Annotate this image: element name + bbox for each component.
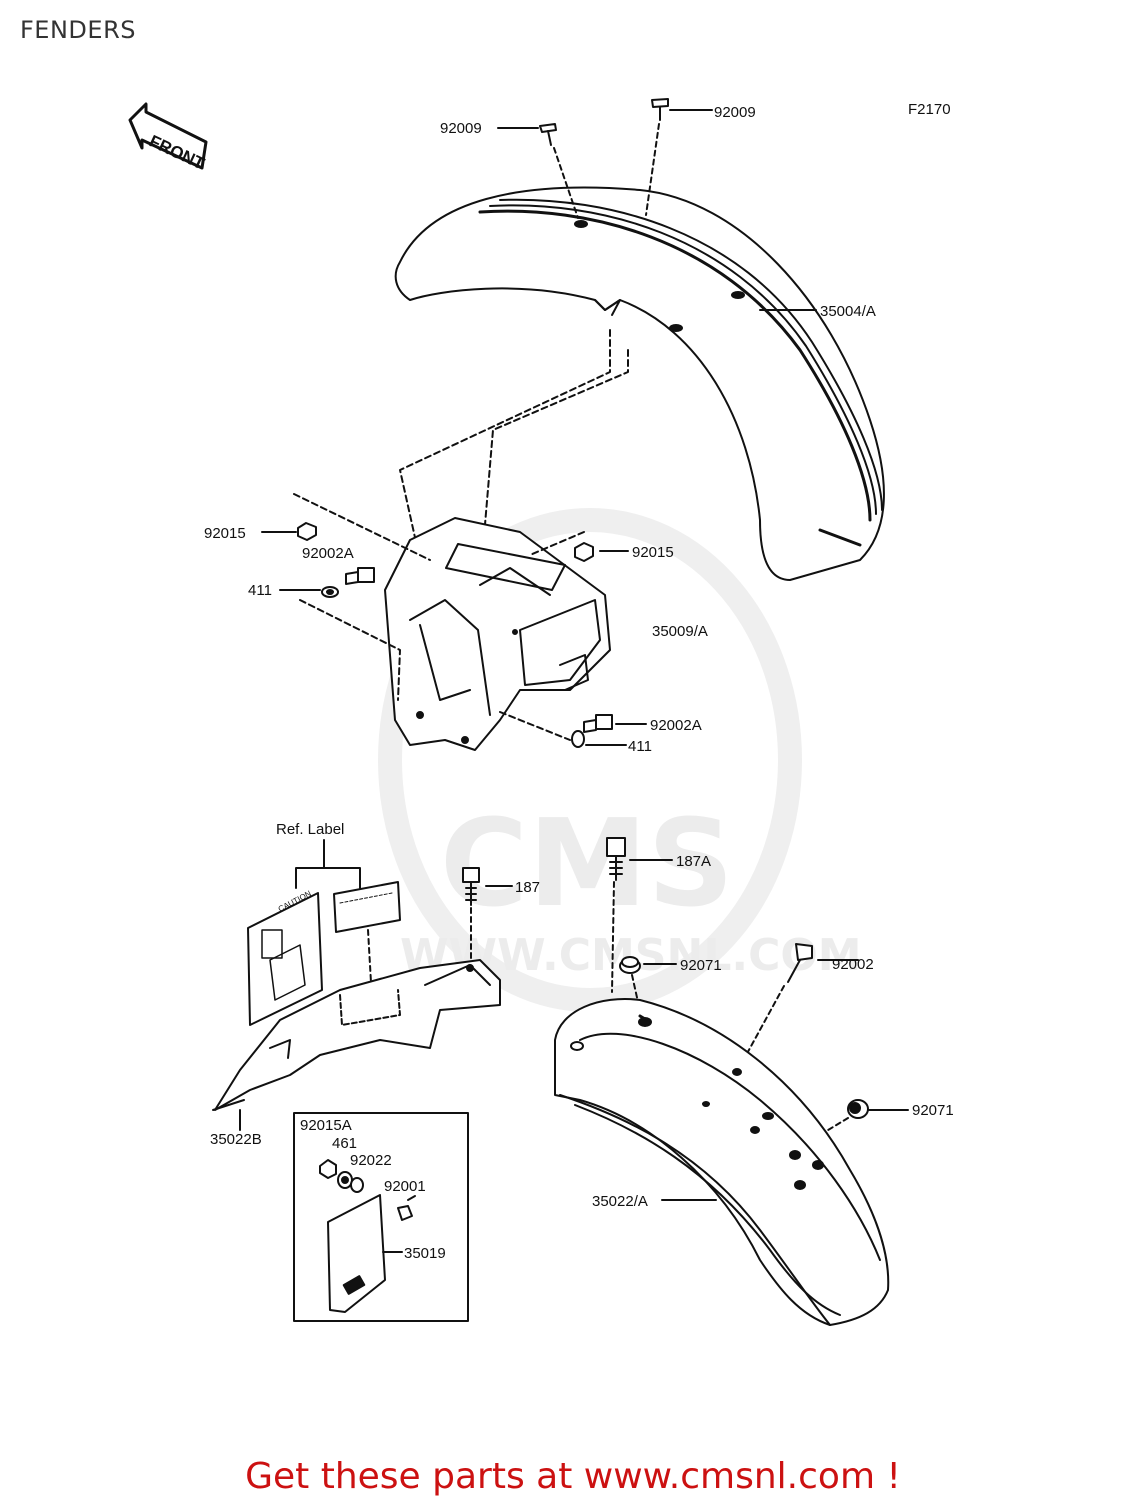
front-arrow-icon: FRONT [128,102,208,174]
page-title: FENDERS [20,16,136,44]
part-label-411: 411 [248,582,272,599]
part-label-411: 411 [628,738,652,755]
part-label-92015A: 92015A [300,1117,352,1134]
rear-fender-35022A [554,998,890,1326]
part-label-92009: 92009 [440,120,482,137]
part-label-187: 187 [515,879,540,896]
ref-label-title: Ref. Label [276,821,344,838]
nut-92015-icon [574,542,629,562]
bolt-92002A-icon [583,714,647,733]
fender-bracket-35009A [384,517,611,751]
part-label-92002A: 92002A [302,545,354,562]
part-label-92071: 92071 [680,957,722,974]
washer-411-icon [571,730,627,748]
part-label-92002: 92002 [832,956,874,973]
ref-label-caution: CAUTION [247,889,323,1026]
part-label-35022A: 35022/A [592,1193,648,1210]
part-label-92015: 92015 [632,544,674,561]
part-label-92001: 92001 [384,1178,426,1195]
part-label-187A: 187A [676,853,711,870]
bolt-187A-icon [606,837,673,993]
figure-code: F2170 [908,101,951,118]
bolt-92002-icon [737,943,859,1071]
nut-92015-icon [261,522,317,541]
part-label-92009: 92009 [714,104,756,121]
part-label-92015: 92015 [204,525,246,542]
part-label-35022B: 35022B [210,1131,262,1148]
part-label-92071: 92071 [912,1102,954,1119]
rear-inner-fender-35022B [212,959,501,1131]
part-labels: F2170 92009 92009 35004/A 92015 92002A 4… [204,101,954,1262]
mudflap-inset [293,1112,469,1322]
part-label-92022: 92022 [350,1152,392,1169]
watermark: CMS WWW.CMSNL.COM [378,508,862,1012]
part-label-461: 461 [332,1135,357,1152]
bolt-92002A-icon [345,567,375,585]
bolt-92009-icon [645,98,713,216]
part-label-35009A: 35009/A [652,623,708,640]
front-fender-35004A [394,186,885,581]
bolt-92009-icon [497,123,579,219]
washer-411-icon [279,586,339,598]
bolt-187-icon [462,867,513,961]
part-label-92002A: 92002A [650,717,702,734]
watermark-brand: CMS [440,795,734,934]
part-label-35019: 35019 [404,1245,446,1262]
footer-link[interactable]: Get these parts at www.cmsnl.com ! [245,1456,901,1497]
part-label-35004A: 35004/A [820,303,876,320]
